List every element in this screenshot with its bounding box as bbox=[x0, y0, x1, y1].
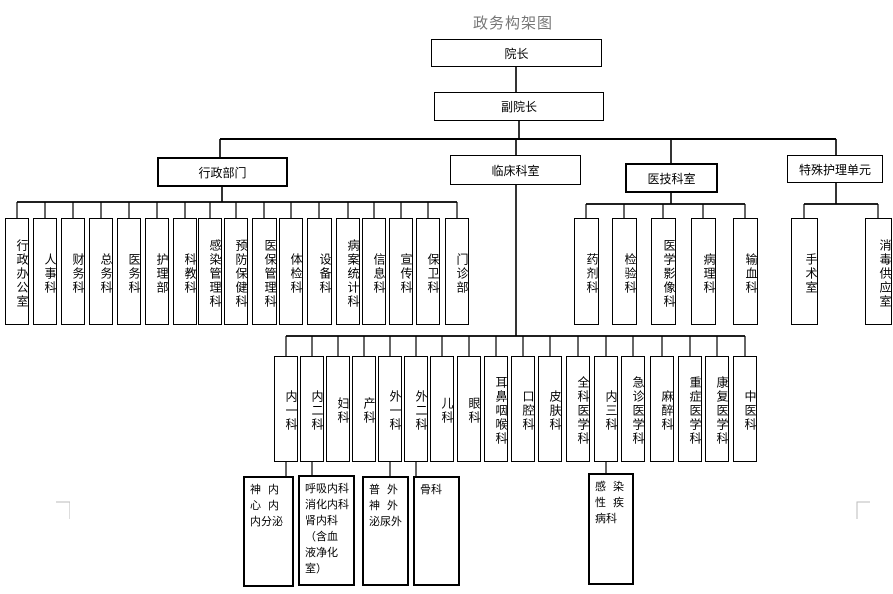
page-corner-mark-right bbox=[856, 501, 870, 519]
admin-dept-13: 病案统计科 bbox=[336, 218, 360, 325]
clinical-dept-8: 眼科 bbox=[457, 356, 481, 462]
admin-dept-2: 人事科 bbox=[33, 218, 57, 325]
admin-dept-12: 设备科 bbox=[307, 218, 332, 325]
medtech-category-box: 医技科室 bbox=[625, 163, 718, 193]
sub-unit-orthopedics: 骨科 bbox=[413, 476, 460, 586]
vice-dean-box: 副院长 bbox=[434, 92, 604, 121]
admin-dept-14: 信息科 bbox=[362, 218, 386, 325]
chart-title: 政务构架图 bbox=[472, 14, 553, 32]
clinical-dept-4: 产科 bbox=[352, 356, 376, 462]
admin-dept-6: 护理部 bbox=[145, 218, 169, 325]
admin-dept-8: 感染管理科 bbox=[198, 218, 222, 325]
admin-dept-15: 宣传科 bbox=[389, 218, 413, 325]
admin-dept-10: 医保管理科 bbox=[252, 218, 277, 325]
clinical-dept-9: 耳鼻咽喉科 bbox=[484, 356, 508, 462]
clinical-dept-7: 儿科 bbox=[430, 356, 454, 462]
clinical-dept-12: 全科医学科 bbox=[566, 356, 590, 462]
medtech-dept-2: 检验科 bbox=[612, 218, 637, 325]
clinical-dept-16: 重症医学科 bbox=[678, 356, 702, 462]
admin-dept-7: 科教科 bbox=[173, 218, 197, 325]
clinical-dept-5: 外一科 bbox=[378, 356, 402, 462]
medtech-dept-3: 医学影像科 bbox=[651, 218, 676, 325]
clinical-dept-6: 外二科 bbox=[404, 356, 428, 462]
medtech-dept-5: 输血科 bbox=[733, 218, 758, 325]
clinical-dept-15: 麻醉科 bbox=[650, 356, 674, 462]
clinical-dept-13: 内三科 bbox=[594, 356, 618, 462]
page-corner-mark-left bbox=[56, 501, 70, 519]
admin-dept-1: 行政办公室 bbox=[5, 218, 29, 325]
sub-unit-resp-digest-nephro: 呼吸内科 消化内科 肾内科 （含血 液净化 室） bbox=[298, 475, 355, 586]
special-dept-2: 消毒供应室 bbox=[865, 218, 892, 325]
clinical-dept-18: 中医科 bbox=[733, 356, 757, 462]
clinical-dept-14: 急诊医学科 bbox=[621, 356, 645, 462]
clinical-dept-2: 内二科 bbox=[300, 356, 324, 462]
admin-dept-4: 总务科 bbox=[89, 218, 113, 325]
clinical-dept-10: 口腔科 bbox=[511, 356, 535, 462]
clinical-dept-11: 皮肤科 bbox=[538, 356, 562, 462]
admin-dept-3: 财务科 bbox=[61, 218, 85, 325]
admin-dept-17: 门诊部 bbox=[445, 218, 469, 325]
admin-dept-11: 体检科 bbox=[279, 218, 303, 325]
admin-dept-5: 医务科 bbox=[117, 218, 141, 325]
admin-dept-16: 保卫科 bbox=[416, 218, 440, 325]
clinical-category-box: 临床科室 bbox=[450, 155, 581, 185]
special-dept-1: 手术室 bbox=[791, 218, 818, 325]
special-care-category-box: 特殊护理单元 bbox=[787, 155, 883, 183]
medtech-dept-4: 病理科 bbox=[691, 218, 716, 325]
sub-unit-general-neuro-urology: 普 外 神 外 泌尿外 bbox=[362, 476, 409, 586]
sub-unit-infectious-disease: 感 染 性 疾 病科 bbox=[588, 473, 634, 585]
sub-unit-neuro-cardio-endo: 神 内 心 内 内分泌 bbox=[243, 476, 294, 587]
admin-dept-9: 预防保健科 bbox=[224, 218, 248, 325]
clinical-dept-3: 妇科 bbox=[326, 356, 350, 462]
clinical-dept-1: 内一科 bbox=[274, 356, 298, 462]
clinical-dept-17: 康复医学科 bbox=[705, 356, 729, 462]
admin-category-box: 行政部门 bbox=[157, 157, 288, 187]
dean-box: 院长 bbox=[431, 39, 602, 67]
medtech-dept-1: 药剂科 bbox=[574, 218, 599, 325]
